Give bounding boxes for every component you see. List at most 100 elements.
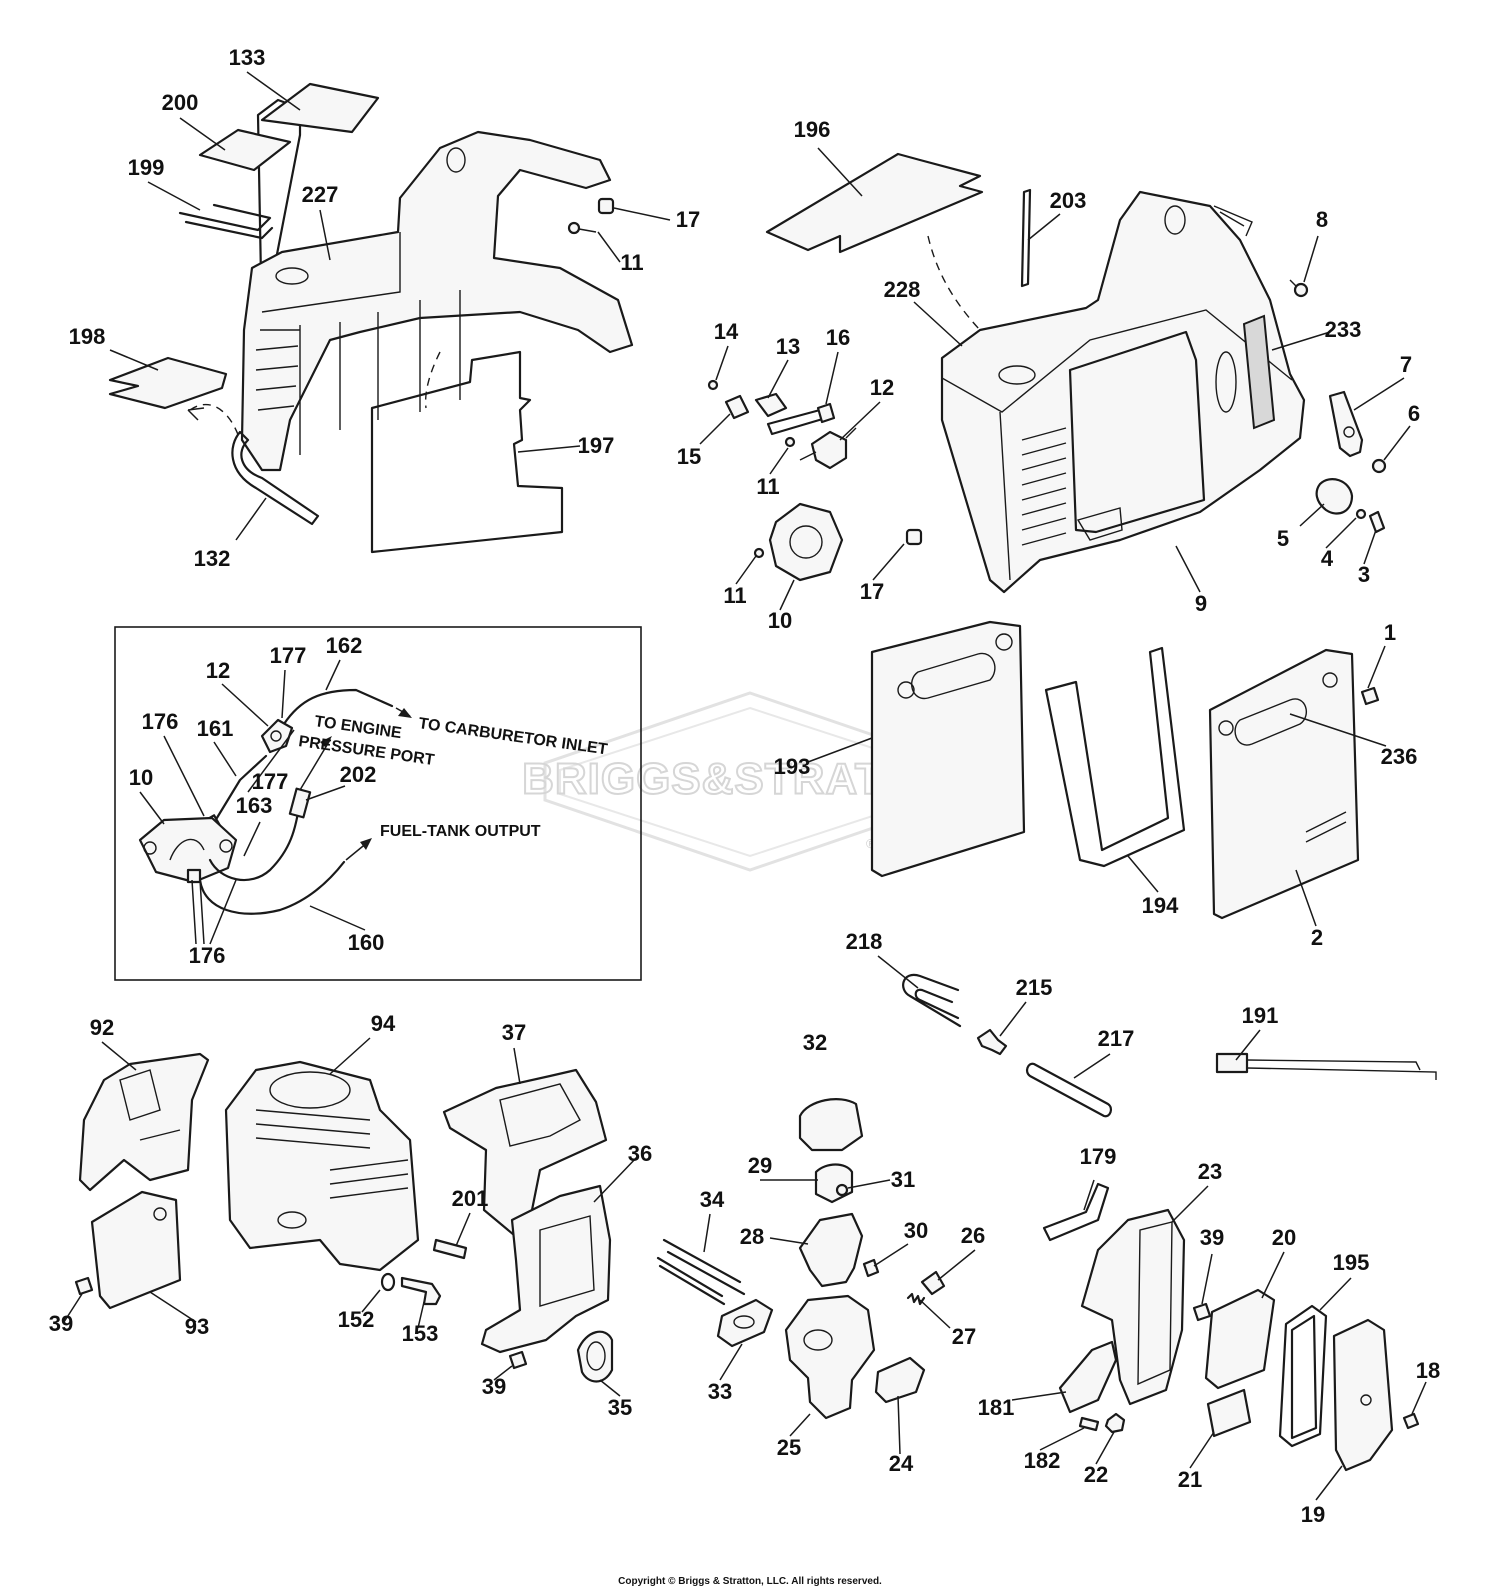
part-1-screw xyxy=(1360,686,1380,706)
part-28-shape xyxy=(798,1212,864,1288)
left-cover-assembly xyxy=(108,82,634,554)
part-132-shape xyxy=(231,430,320,526)
part-2-shape xyxy=(1208,648,1360,920)
part-20-filter xyxy=(1204,1288,1276,1390)
callout-162: 162 xyxy=(326,633,363,658)
callout-39-b: 39 xyxy=(482,1374,506,1399)
part-6-screw xyxy=(1371,458,1387,474)
callout-35: 35 xyxy=(608,1395,632,1420)
callout-196: 196 xyxy=(794,117,831,142)
callout-132: 132 xyxy=(194,546,231,571)
callout-197: 197 xyxy=(578,433,615,458)
part-161-hose xyxy=(210,754,268,828)
callout-4: 4 xyxy=(1321,546,1334,571)
callout-34: 34 xyxy=(700,1187,725,1212)
callout-203: 203 xyxy=(1050,188,1087,213)
part-29-shape xyxy=(814,1163,854,1204)
callout-215: 215 xyxy=(1016,975,1053,1000)
part-163-hose xyxy=(208,798,302,881)
part-37-shape xyxy=(442,1068,608,1242)
callout-27: 27 xyxy=(952,1324,976,1349)
callout-233: 233 xyxy=(1325,317,1362,342)
part-227-shape xyxy=(240,130,634,472)
callout-177: 177 xyxy=(270,643,307,668)
part-25-shape xyxy=(784,1294,876,1420)
part-233-shape xyxy=(1242,314,1276,430)
callout-37: 37 xyxy=(502,1020,526,1045)
part-17-shape-b xyxy=(905,528,923,546)
callout-177-b: 177 xyxy=(252,769,289,794)
callout-26: 26 xyxy=(961,1223,985,1248)
callout-1: 1 xyxy=(1384,620,1396,645)
part-15-shape xyxy=(724,394,750,420)
part-152-shape xyxy=(380,1272,396,1292)
callout-39-c: 39 xyxy=(1200,1225,1224,1250)
callout-198: 198 xyxy=(69,324,106,349)
callout-15: 15 xyxy=(677,444,701,469)
part-10-pump xyxy=(138,816,238,884)
part-13-shape xyxy=(754,392,788,418)
callout-33: 33 xyxy=(708,1379,732,1404)
callout-92: 92 xyxy=(90,1015,114,1040)
part-203-shape xyxy=(1020,188,1032,288)
callout-179: 179 xyxy=(1080,1144,1117,1169)
callout-200: 200 xyxy=(162,90,199,115)
callout-7: 7 xyxy=(1400,352,1412,377)
callout-5: 5 xyxy=(1277,526,1289,551)
callout-191: 191 xyxy=(1242,1003,1279,1028)
callout-133: 133 xyxy=(229,45,266,70)
callout-17-b: 17 xyxy=(860,579,884,604)
part-23-shape xyxy=(1080,1208,1186,1406)
callout-24: 24 xyxy=(889,1451,914,1476)
callout-19: 19 xyxy=(1301,1502,1325,1527)
annotation-to-carburetor-inlet: TO CARBURETOR INLET xyxy=(417,715,608,758)
callout-227: 227 xyxy=(302,182,339,207)
callout-30: 30 xyxy=(904,1218,928,1243)
part-162-hose xyxy=(282,688,394,726)
callout-11-b: 11 xyxy=(756,474,779,499)
part-32-shape xyxy=(798,1098,864,1152)
part-197-shape xyxy=(370,350,564,554)
part-153-shape xyxy=(400,1276,442,1306)
callout-labels: 133 200 199 227 17 11 198 197 132 196 20… xyxy=(49,45,1440,1527)
part-35-shape xyxy=(576,1330,614,1383)
callout-11-c: 11 xyxy=(723,583,746,608)
inset-frame xyxy=(114,626,642,981)
callout-153: 153 xyxy=(402,1321,439,1346)
callout-20: 20 xyxy=(1272,1225,1296,1250)
callout-22: 22 xyxy=(1084,1462,1108,1487)
leader-lines xyxy=(63,71,1427,1501)
callout-181: 181 xyxy=(978,1395,1015,1420)
part-31-shape xyxy=(835,1183,849,1197)
part-22-nut xyxy=(1104,1412,1126,1434)
part-4-screw xyxy=(1355,508,1367,520)
part-16-shape xyxy=(766,408,828,436)
part-198-shape xyxy=(108,356,228,410)
part-39-screw-c xyxy=(1192,1302,1212,1322)
breather-assembly xyxy=(902,973,1437,1118)
fuel-pump-assembly xyxy=(707,379,857,582)
callout-6: 6 xyxy=(1408,401,1420,426)
callout-176-b: 176 xyxy=(189,943,226,968)
copyright-footer: Copyright © Briggs & Stratton, LLC. All … xyxy=(618,1576,882,1587)
part-12-shape xyxy=(810,430,848,470)
part-217-hose xyxy=(1025,1062,1113,1118)
part-11-screw-b xyxy=(784,436,796,448)
air-filter-assembly xyxy=(1042,1182,1420,1472)
callout-32: 32 xyxy=(803,1030,827,1055)
callout-11: 11 xyxy=(620,250,643,275)
callout-8: 8 xyxy=(1316,207,1328,232)
right-cover-assembly xyxy=(765,152,1387,594)
part-3-shape xyxy=(1368,510,1386,534)
engine-shroud-assembly xyxy=(74,1052,614,1383)
callout-18: 18 xyxy=(1416,1358,1440,1383)
callout-13: 13 xyxy=(776,334,800,359)
part-8-screw xyxy=(1289,279,1309,298)
part-9-shape xyxy=(940,190,1306,594)
part-10-shape xyxy=(768,502,844,582)
part-19-cover xyxy=(1332,1318,1394,1472)
callout-218: 218 xyxy=(846,929,883,954)
callout-94: 94 xyxy=(371,1011,396,1036)
part-179-hose xyxy=(1042,1182,1110,1242)
callout-163: 163 xyxy=(236,793,273,818)
